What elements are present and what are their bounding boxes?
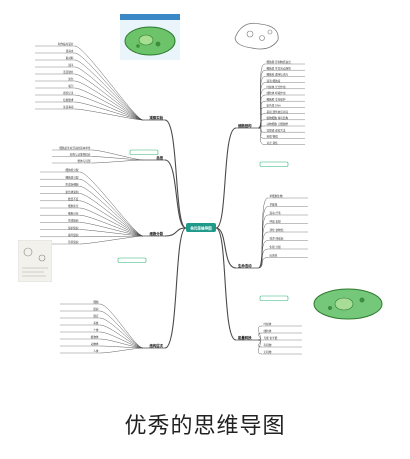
branch-title-b1: 细胞结构 xyxy=(238,123,252,128)
leaf-b1-13: 对光 调焦 xyxy=(267,141,279,145)
leaf-b3-8: 保护组织 xyxy=(68,226,79,230)
caption: 优秀的思维导图 xyxy=(124,414,286,439)
leaf-b1-7: 染色体 DNA xyxy=(267,104,282,108)
leaf-b1-3: 液泡 细胞液 xyxy=(267,79,281,83)
branch-title-b3: 细胞分裂 xyxy=(149,231,163,236)
leaf-b1-8: 基因 遗传效应片段 xyxy=(267,110,289,114)
leaf-b6-0: 叶绿体 xyxy=(264,322,272,326)
leaf-b6-2: 光能 化学能 xyxy=(264,336,278,340)
leaf-b4-5: 排泄 伸缩泡 xyxy=(270,237,284,241)
leaf-b3-3: 染色体复制 xyxy=(66,190,79,194)
leaf-b2-6: 吸引 xyxy=(68,84,74,88)
mind-map-stage: 细胞结构细胞膜 控制物质进出细胞质 生命活动场所细胞核 遗传信息库液泡 细胞液叶… xyxy=(18,14,386,355)
leaf-b4-6: 生殖 分裂 xyxy=(270,245,282,249)
leaf-b2-8: 绘图要求 xyxy=(63,98,74,102)
leaf-b2-1: 滴清水 xyxy=(66,49,74,53)
leaf-b2-9: 注意事项 xyxy=(63,105,74,109)
highlight-tag-1 xyxy=(259,161,289,167)
center-title: 单元思维导图 xyxy=(190,225,212,230)
leaf-b1-11: 显微镜 观察方法 xyxy=(267,128,286,132)
leaf-b7-0: 细胞是生命活动的基本单位 xyxy=(59,146,91,150)
leaf-b1-0: 细胞膜 控制物质进出 xyxy=(267,60,292,64)
highlight-tag-2 xyxy=(117,257,147,263)
leaf-b4-0: 单细胞生物 xyxy=(270,194,283,198)
branch-title-b7: 总结 xyxy=(156,155,163,160)
leaf-b5-2: 器官 xyxy=(93,314,99,318)
leaf-b5-4: 个体 xyxy=(93,328,99,332)
leaf-b2-7: 观察记录 xyxy=(63,91,74,95)
branch-title-b2: 观察实验 xyxy=(149,115,163,120)
branch-title-b6: 能量转换 xyxy=(238,335,252,340)
leaf-b5-3: 系统 xyxy=(93,321,99,325)
leaf-b3-5: 细胞生长 xyxy=(68,204,79,208)
leaf-b2-5: 染色 xyxy=(68,77,74,81)
leaf-b1-12: 目镜 物镜 xyxy=(267,135,279,139)
branch-title-b4: 生命活动 xyxy=(238,263,252,268)
leaf-b5-7: 人体 xyxy=(93,349,99,353)
leaf-b4-2: 运动 纤毛 xyxy=(270,211,282,215)
branch-title-b5: 结构层次 xyxy=(149,343,163,348)
leaf-b4-3: 呼吸 表膜 xyxy=(270,220,282,224)
leaf-b3-1: 细胞质分裂 xyxy=(66,175,79,179)
leaf-b2-2: 取材料 xyxy=(66,56,74,60)
leaf-b4-4: 消化 食物泡 xyxy=(270,228,284,232)
leaf-b4-1: 草履虫 xyxy=(270,203,278,207)
leaf-b6-4: 无机物 xyxy=(264,350,272,354)
sketch-image xyxy=(230,14,285,56)
cell-diagram-image xyxy=(120,14,180,60)
leaf-b6-3: 有机物 xyxy=(264,343,272,347)
leaf-b4-7: 应激性 xyxy=(270,254,278,258)
leaf-b1-2: 细胞核 遗传信息库 xyxy=(267,73,289,77)
leaf-b5-6: 动物体 xyxy=(91,342,99,346)
leaf-b1-10: 动物细胞 无细胞壁 xyxy=(267,122,289,126)
leaf-b3-2: 形成新细胞 xyxy=(66,183,79,187)
leaf-b1-9: 植物细胞 特有结构 xyxy=(267,116,289,120)
paramecium-image xyxy=(310,284,386,324)
leaf-b7-1: 结构与功能相适应 xyxy=(70,153,91,157)
leaf-b5-0: 细胞 xyxy=(93,300,99,304)
leaf-b3-10: 营养组织 xyxy=(68,240,79,244)
leaf-b5-1: 组织 xyxy=(93,307,99,311)
leaf-b3-9: 输导组织 xyxy=(68,233,79,237)
leaf-b5-5: 植物体 xyxy=(91,335,99,339)
leaf-b1-6: 细胞壁 支持保护 xyxy=(267,97,286,101)
leaf-b1-5: 线粒体 呼吸作用 xyxy=(267,91,286,95)
leaf-b6-1: 线粒体 xyxy=(264,329,272,333)
handwritten-notes-image xyxy=(18,240,52,282)
leaf-b3-4: 数目不变 xyxy=(68,197,79,201)
connector-lines xyxy=(35,45,308,355)
highlight-tag-0 xyxy=(129,149,159,155)
highlight-tag-3 xyxy=(259,295,289,301)
center-node: 单元思维导图 xyxy=(186,223,216,232)
leaf-b3-0: 细胞核分裂 xyxy=(66,168,79,172)
leaf-b3-6: 细胞分化 xyxy=(68,211,79,215)
leaf-b3-7: 形成组织 xyxy=(68,219,79,223)
leaf-b7-2: 整体与局部 xyxy=(78,159,91,163)
leaf-b1-1: 细胞质 生命活动场所 xyxy=(267,66,292,70)
leaf-b2-3: 展平 xyxy=(68,63,74,67)
leaf-b2-4: 盖盖玻片 xyxy=(63,70,74,74)
leaf-b2-0: 制作临时装片 xyxy=(58,42,74,46)
leaf-b1-4: 叶绿体 光合作用 xyxy=(267,85,286,89)
